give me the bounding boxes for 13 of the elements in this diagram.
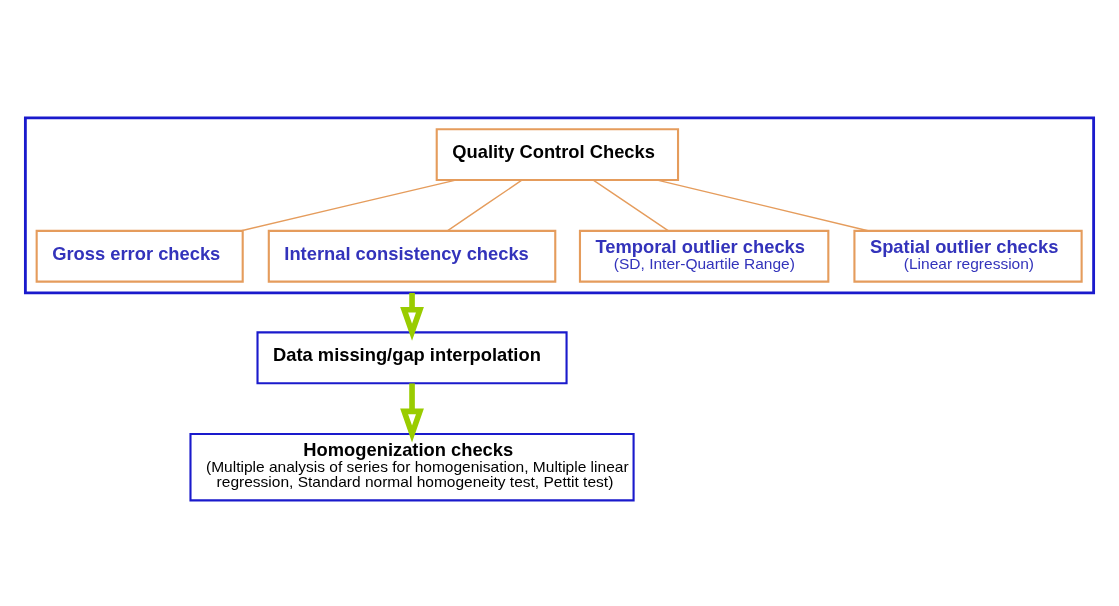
node-box: Homogenization checks (Multiple analysis of series for homogenisation, Multiple linear regression, Standard normal homogeneity test, Pettit test) <box>189 432 635 501</box>
node-box: Spatial outlier checks (Linear regression) <box>853 229 1083 283</box>
connector <box>656 178 869 231</box>
arrow <box>400 382 424 443</box>
node-box: Gross error checks <box>35 229 244 283</box>
node-box: Data missing/gap interpolation <box>256 330 568 384</box>
node-box: Internal consistency checks <box>267 229 557 283</box>
connector <box>447 179 523 231</box>
connector <box>240 178 457 231</box>
node-box: Quality Control Checks <box>435 127 680 181</box>
node-box: Temporal outlier checks (SD, Inter-Quartile Range) <box>578 229 830 283</box>
connector <box>592 179 669 231</box>
cluster <box>23 116 1096 294</box>
